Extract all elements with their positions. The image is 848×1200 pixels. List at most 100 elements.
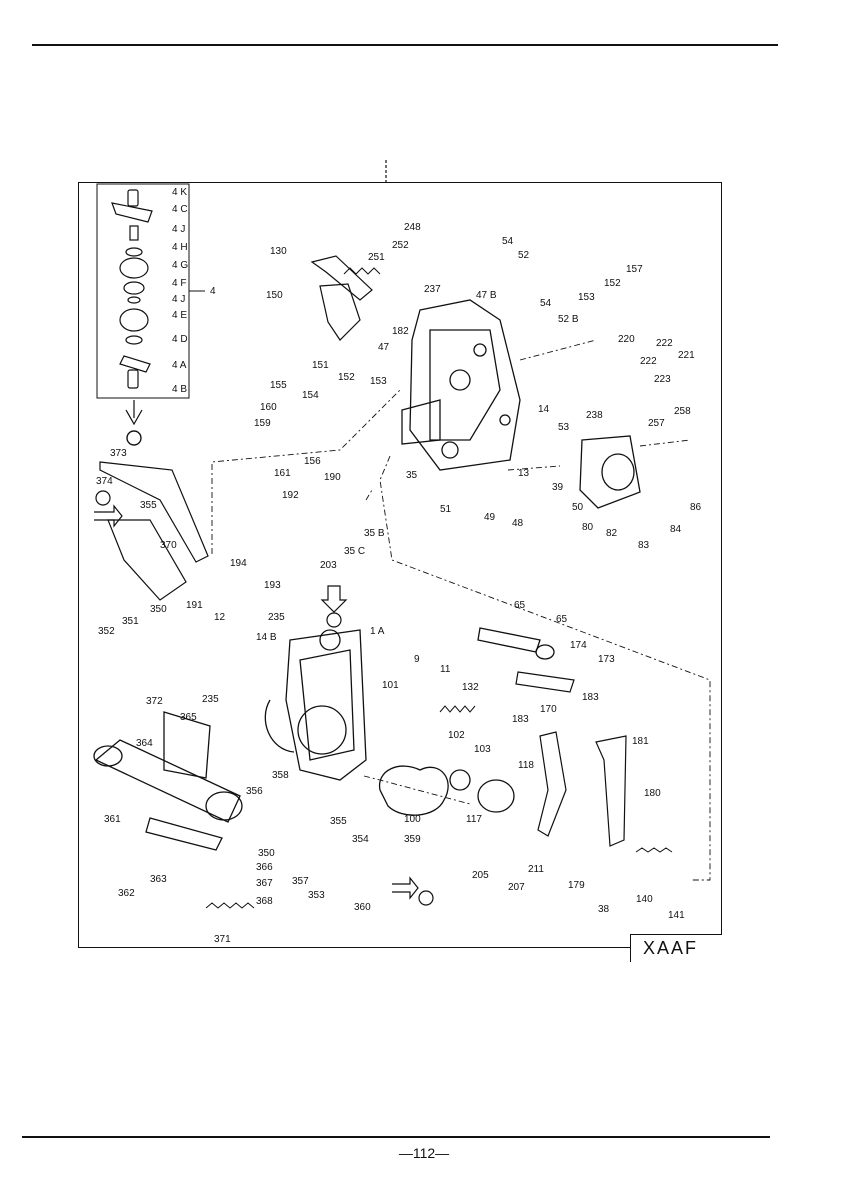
part-label: 4 G: [172, 260, 188, 271]
part-label: 374: [96, 476, 113, 487]
part-label: 157: [626, 264, 643, 275]
part-label: 258: [674, 406, 691, 417]
part-label: 370: [160, 540, 177, 551]
part-label: 14 B: [256, 632, 277, 643]
part-label: 361: [104, 814, 121, 825]
part-label: 47 B: [476, 290, 497, 301]
part-number-labels: 4 K4 C4 J4 H4 G4 F4 J4 E4 D4 A4 B4130150…: [96, 187, 702, 945]
part-label: 156: [304, 456, 321, 467]
part-label: 4: [210, 286, 216, 297]
diagram-frame: [78, 182, 722, 948]
part-label: 39: [552, 482, 564, 493]
part-label: 161: [274, 468, 291, 479]
part-label: 194: [230, 558, 247, 569]
part-label: 1 A: [370, 626, 385, 637]
part-label: 4 K: [172, 187, 187, 198]
part-label: 160: [260, 402, 277, 413]
diagram-code: XAAF: [643, 938, 699, 958]
part-label: 4 A: [172, 360, 187, 371]
gear-housing: [264, 629, 367, 781]
part-label: 49: [484, 512, 496, 523]
part-label: 358: [272, 770, 289, 781]
part-label: 366: [256, 862, 273, 873]
part-label: 222: [656, 338, 673, 349]
part-label: 248: [404, 222, 421, 233]
drive-shaft: [477, 627, 555, 660]
part-label: 191: [186, 600, 203, 611]
part-label: 356: [246, 786, 263, 797]
part-label: 80: [582, 522, 594, 533]
part-label: 350: [258, 848, 275, 859]
part-label: 222: [640, 356, 657, 367]
part-label: 47: [378, 342, 390, 353]
part-label: 221: [678, 350, 695, 361]
part-label: 351: [122, 616, 139, 627]
part-label: 365: [180, 712, 197, 723]
part-label: 102: [448, 730, 465, 741]
part-label: 183: [512, 714, 529, 725]
part-label: 183: [582, 692, 599, 703]
part-label: 355: [330, 816, 347, 827]
part-label: 159: [254, 418, 271, 429]
part-label: 211: [528, 864, 544, 875]
levers: [99, 255, 627, 847]
part-label: 11: [440, 664, 451, 675]
part-label: 364: [136, 738, 153, 749]
part-label: 52: [518, 250, 530, 261]
part-label: 350: [150, 604, 167, 615]
part-label: 53: [558, 422, 570, 433]
part-label: 357: [292, 876, 309, 887]
part-label: 132: [462, 682, 479, 693]
part-label: 151: [312, 360, 329, 371]
part-label: 179: [568, 880, 585, 891]
assembly-lines: [211, 339, 711, 881]
part-label: 35 B: [364, 528, 385, 539]
part4-components: [111, 189, 153, 446]
part-label: 83: [638, 540, 650, 551]
part-label: 150: [266, 290, 283, 301]
part-label: 103: [474, 744, 491, 755]
part-label: 54: [540, 298, 552, 309]
part-label: 192: [282, 490, 299, 501]
part-label: 4 F: [172, 278, 186, 289]
part-label: 354: [352, 834, 369, 845]
part-label: 203: [320, 560, 337, 571]
part-label: 359: [404, 834, 421, 845]
part-label: 14: [538, 404, 550, 415]
part-label: 4 H: [172, 242, 188, 253]
part-label: 207: [508, 882, 525, 893]
part-label: 48: [512, 518, 524, 529]
part-label: 65: [556, 614, 568, 625]
part-label: 353: [308, 890, 325, 901]
part-label: 355: [140, 500, 157, 511]
part-label: 54: [502, 236, 514, 247]
part-label: 152: [338, 372, 355, 383]
part-label: 118: [518, 760, 534, 771]
part-label: 251: [368, 252, 385, 263]
part-label: 117: [466, 814, 482, 825]
governor-cover: [579, 435, 641, 509]
part-label: 155: [270, 380, 287, 391]
part-label: 4 B: [172, 384, 187, 395]
part-label: 38: [598, 904, 610, 915]
part-label: 13: [518, 468, 530, 479]
part-label: 35: [406, 470, 418, 481]
part-label: 170: [540, 704, 557, 715]
part-label: 372: [146, 696, 163, 707]
part-label: 140: [636, 894, 653, 905]
top-rule: [32, 44, 778, 46]
diagram-code-box: XAAF: [630, 934, 722, 962]
part-label: 237: [424, 284, 441, 295]
part-label: 193: [264, 580, 281, 591]
part-label: 153: [578, 292, 595, 303]
part-label: 35 C: [344, 546, 365, 557]
part-label: 362: [118, 888, 135, 899]
part-label: 371: [214, 934, 231, 945]
part-label: 352: [98, 626, 115, 637]
part-label: 363: [150, 874, 167, 885]
page-number: —112—: [398, 1145, 450, 1161]
part-label: 86: [690, 502, 702, 513]
part-label: 205: [472, 870, 489, 881]
part-label: 12: [214, 612, 226, 623]
part-label: 180: [644, 788, 661, 799]
